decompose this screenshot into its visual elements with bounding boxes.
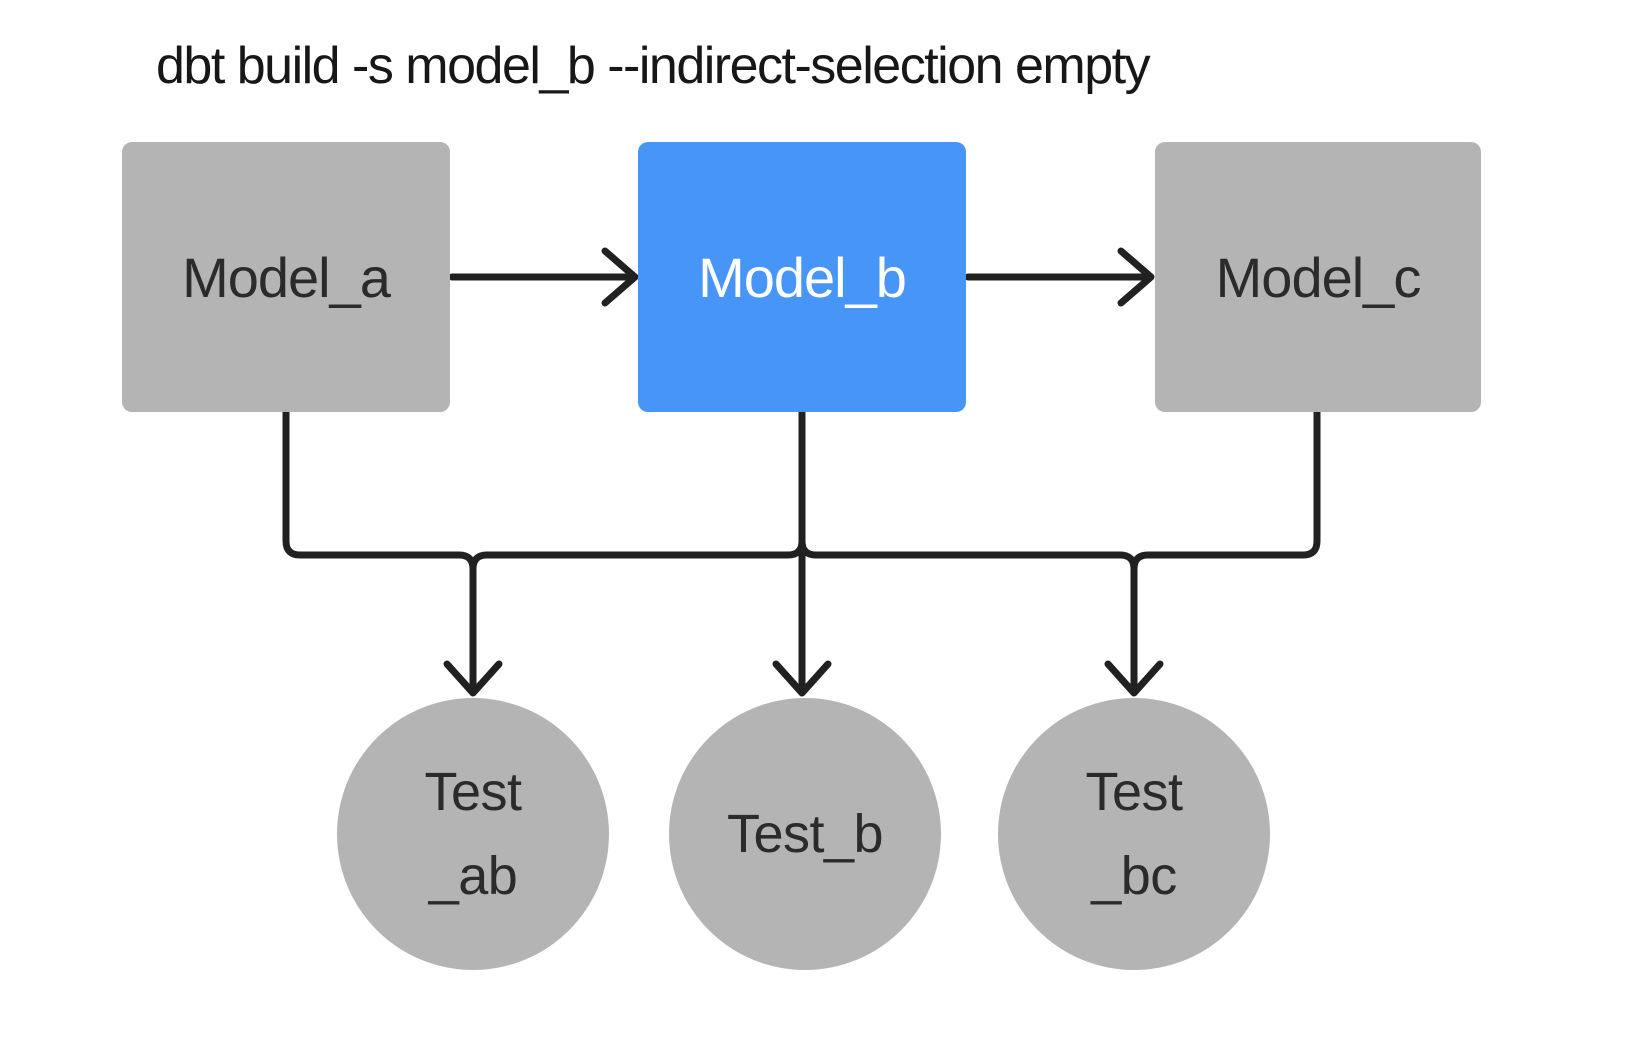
node-model_a: Model_a: [122, 142, 450, 412]
edge-model_a-test_ab: [282, 408, 477, 695]
node-test_bc: Test _bc: [998, 698, 1270, 970]
arrowhead-down-icon: [443, 660, 503, 697]
node-test_b: Test_b: [669, 698, 941, 970]
edge-model_b-test_bc: [798, 408, 1164, 697]
node-label-line2: _bc: [1091, 846, 1177, 906]
edge-shaft: [282, 408, 477, 695]
node-label-line1: Test_b: [726, 804, 884, 864]
edge-model_b-model_c: [964, 247, 1155, 307]
edge-model_a-model_b: [448, 247, 639, 307]
edge-shaft: [798, 408, 1138, 695]
arrowhead-right-icon: [1117, 247, 1155, 307]
node-label-line1: Test: [1085, 762, 1183, 822]
edge-shaft: [1130, 408, 1321, 695]
arrowhead-right-icon: [601, 247, 639, 307]
edge-model_b-test_ab: [443, 408, 806, 697]
node-label-line2: _ab: [428, 846, 518, 906]
node-label-line1: Test: [424, 762, 522, 822]
diagram-title: dbt build -s model_b --indirect-selectio…: [156, 37, 1151, 95]
node-test_ab: Test _ab: [337, 698, 609, 970]
edge-model_c-test_bc: [1130, 408, 1321, 695]
edge-shaft: [469, 408, 806, 695]
node-model_c: Model_c: [1155, 142, 1481, 412]
node-label: Model_a: [182, 245, 391, 309]
node-label: Model_b: [698, 245, 907, 309]
node-label: Model_c: [1215, 245, 1422, 309]
arrowhead-down-icon: [772, 660, 832, 697]
node-model_b-selected: Model_b: [638, 142, 966, 412]
